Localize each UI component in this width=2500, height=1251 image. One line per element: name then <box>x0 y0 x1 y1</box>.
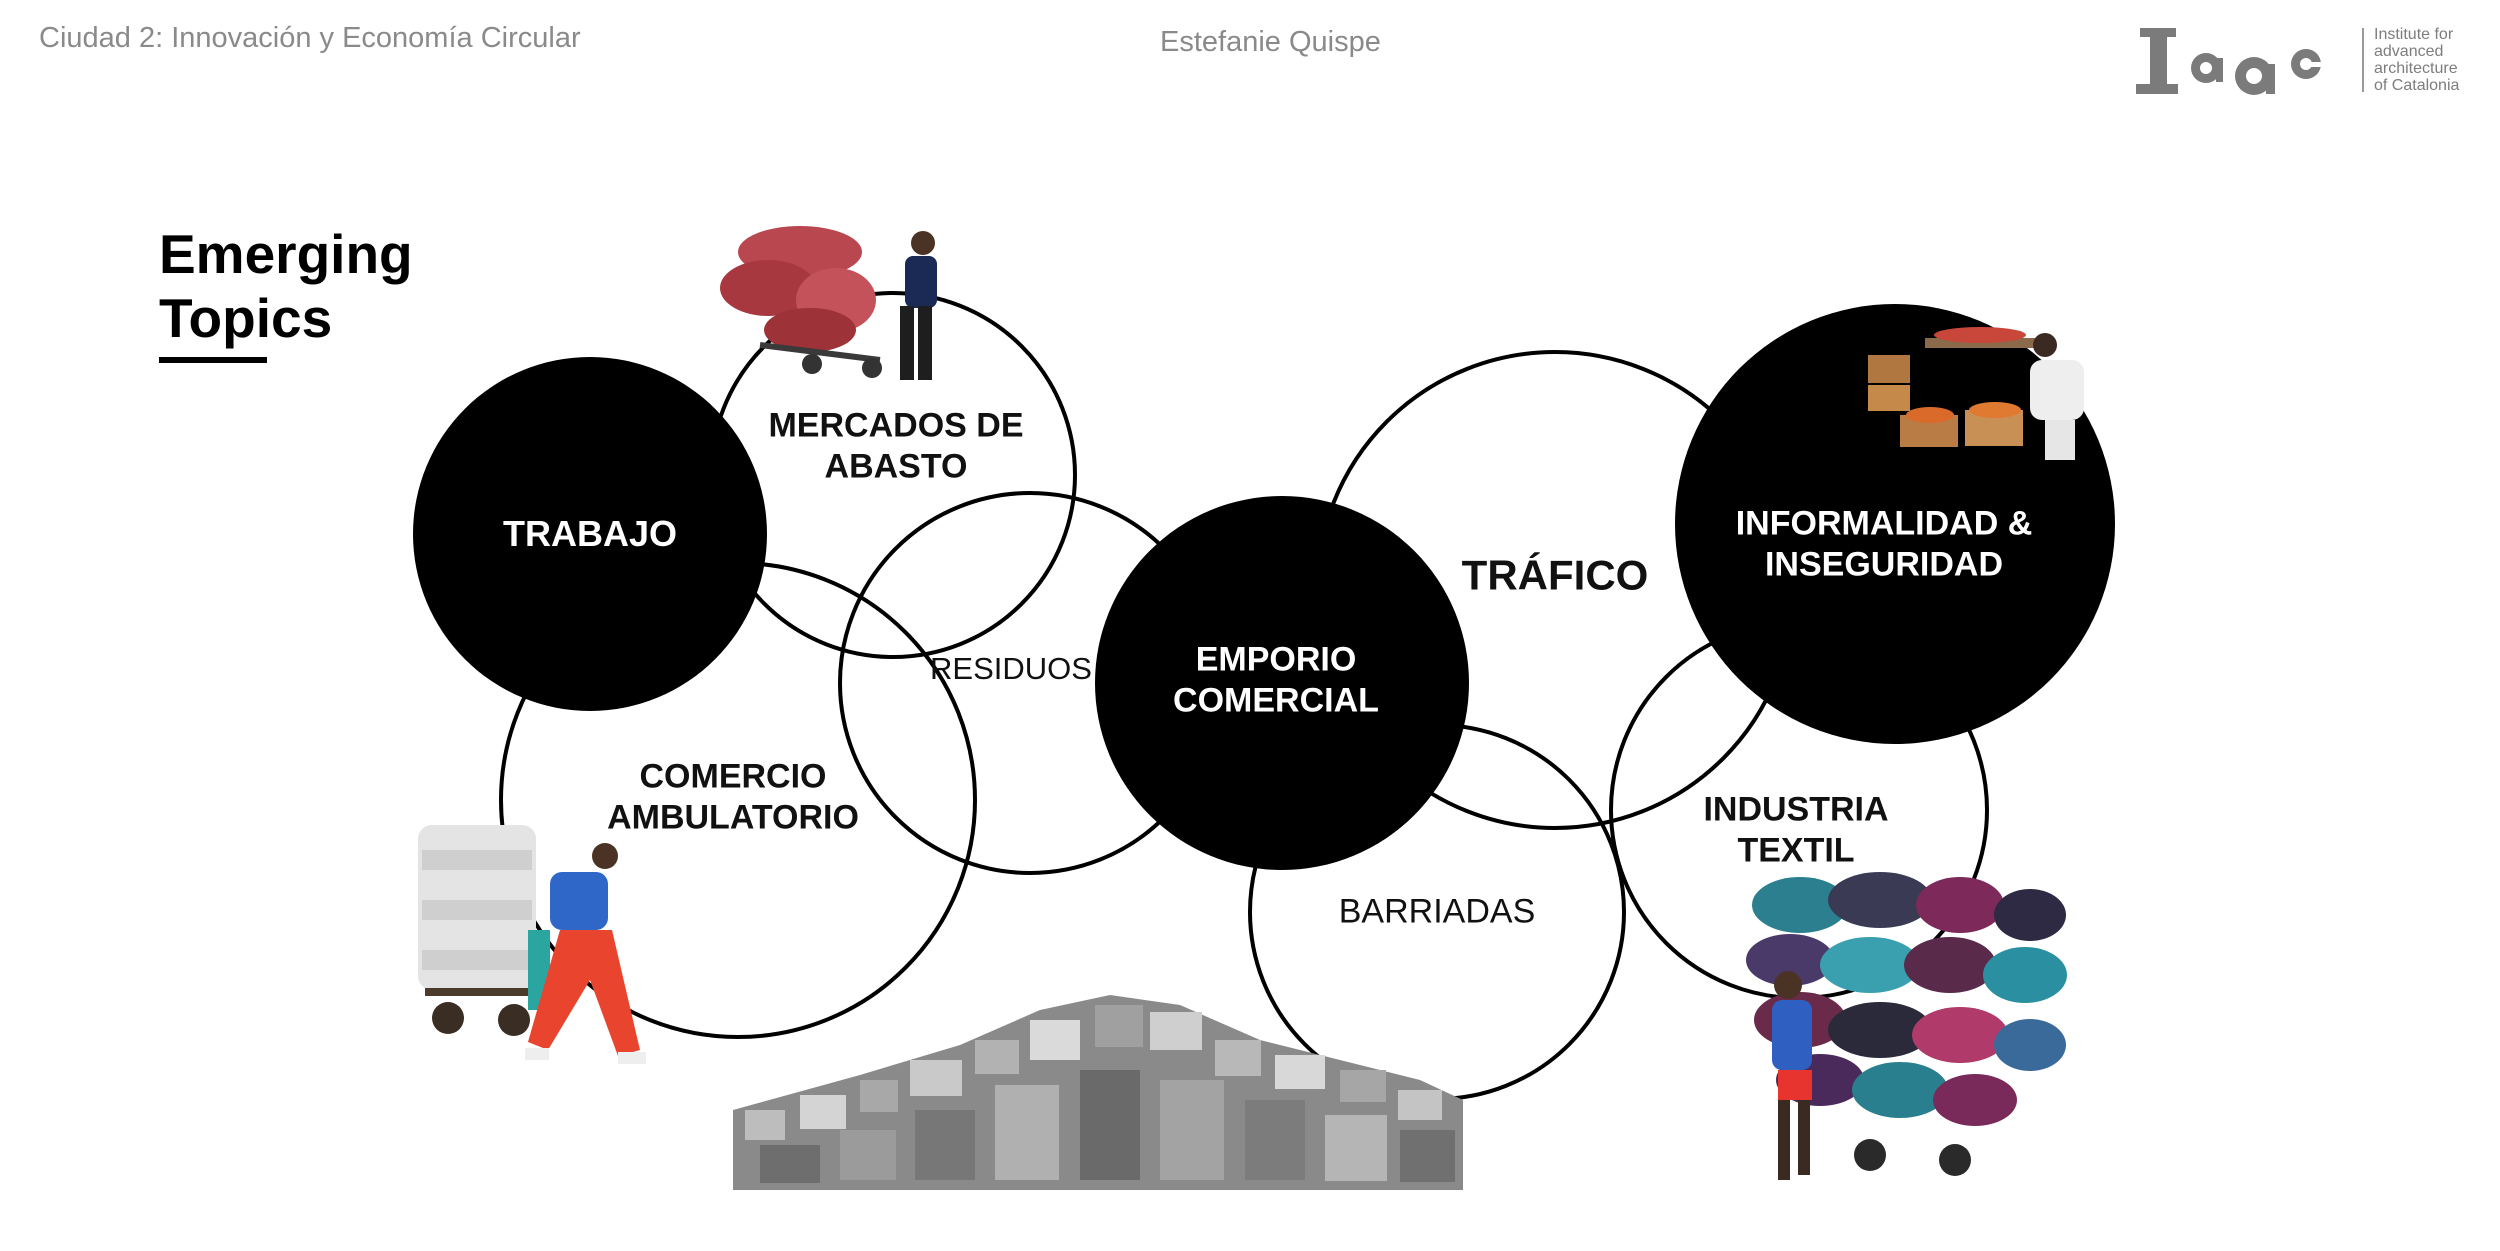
logo-divider <box>2362 28 2364 92</box>
topic-emporio-line: COMERCIAL <box>1173 682 1379 720</box>
topic-residuos-line: RESIDUOS <box>930 651 1092 687</box>
topic-industria-textil: INDUSTRIA TEXTIL <box>1703 790 1888 873</box>
street-porter-photo <box>418 825 646 1064</box>
logo-line: architecture <box>2374 60 2458 77</box>
topic-informalidad-line: INSEGURIDAD <box>1764 546 2004 584</box>
circle-emporio <box>1095 496 1469 870</box>
topic-industria-line: TEXTIL <box>1737 832 1855 870</box>
logo-line: of Catalonia <box>2374 77 2460 94</box>
topic-industria-line: INDUSTRIA <box>1703 790 1889 829</box>
sacks-cart-worker-photo <box>720 226 937 380</box>
market-vendor-photo <box>1868 327 2084 460</box>
topic-trabajo: TRABAJO <box>503 512 677 556</box>
topic-informalidad-line: INFORMALIDAD & <box>1735 504 2033 543</box>
logo-line: Institute for <box>2374 26 2454 43</box>
textile-rolls-photo <box>1746 872 2067 1180</box>
topic-mercados-de-abasto: MERCADOS DE ABASTO <box>768 406 1023 489</box>
topic-barriadas: BARRIADAS <box>1339 891 1536 932</box>
topic-comercio-ambulatorio: COMERCIO AMBULATORIO <box>607 757 859 840</box>
topic-residuos: RESIDUOS <box>930 650 1092 688</box>
logo-line: advanced <box>2374 43 2444 60</box>
course-title: Ciudad 2: Innovación y Economía Circular <box>39 22 581 54</box>
topic-trafico: TRÁFICO <box>1462 549 1649 600</box>
topic-trabajo-line: TRABAJO <box>502 513 678 555</box>
iaac-logo: Institute for advanced architecture of C… <box>2130 24 2475 100</box>
circle-trabajo <box>413 357 767 711</box>
topic-trafico-line: TRÁFICO <box>1461 551 1649 599</box>
topic-emporio-line: EMPORIO <box>1195 640 1357 679</box>
logo-institute-name: Institute for advanced architecture of C… <box>2374 26 2459 94</box>
barriada-hillside-photo <box>733 995 1463 1190</box>
title-underline <box>159 357 267 363</box>
title-line: Emerging <box>159 223 413 285</box>
title-line: Topics <box>159 287 333 349</box>
author-name: Estefanie Quispe <box>1160 26 1381 58</box>
topic-emporio-comercial: EMPORIO COMERCIAL <box>1173 640 1379 723</box>
topic-comercio-line: COMERCIO <box>639 757 827 796</box>
topic-mercados-line: MERCADOS DE <box>768 406 1024 445</box>
topic-mercados-line: ABASTO <box>824 448 968 486</box>
topic-comercio-line: AMBULATORIO <box>607 799 859 837</box>
page-title: Emerging Topics <box>159 222 413 350</box>
topic-barriadas-line: BARRIADAS <box>1338 892 1536 931</box>
topic-informalidad-inseguridad: INFORMALIDAD & INSEGURIDAD <box>1736 504 2033 587</box>
iaac-wordmark-icon <box>2136 28 2324 95</box>
